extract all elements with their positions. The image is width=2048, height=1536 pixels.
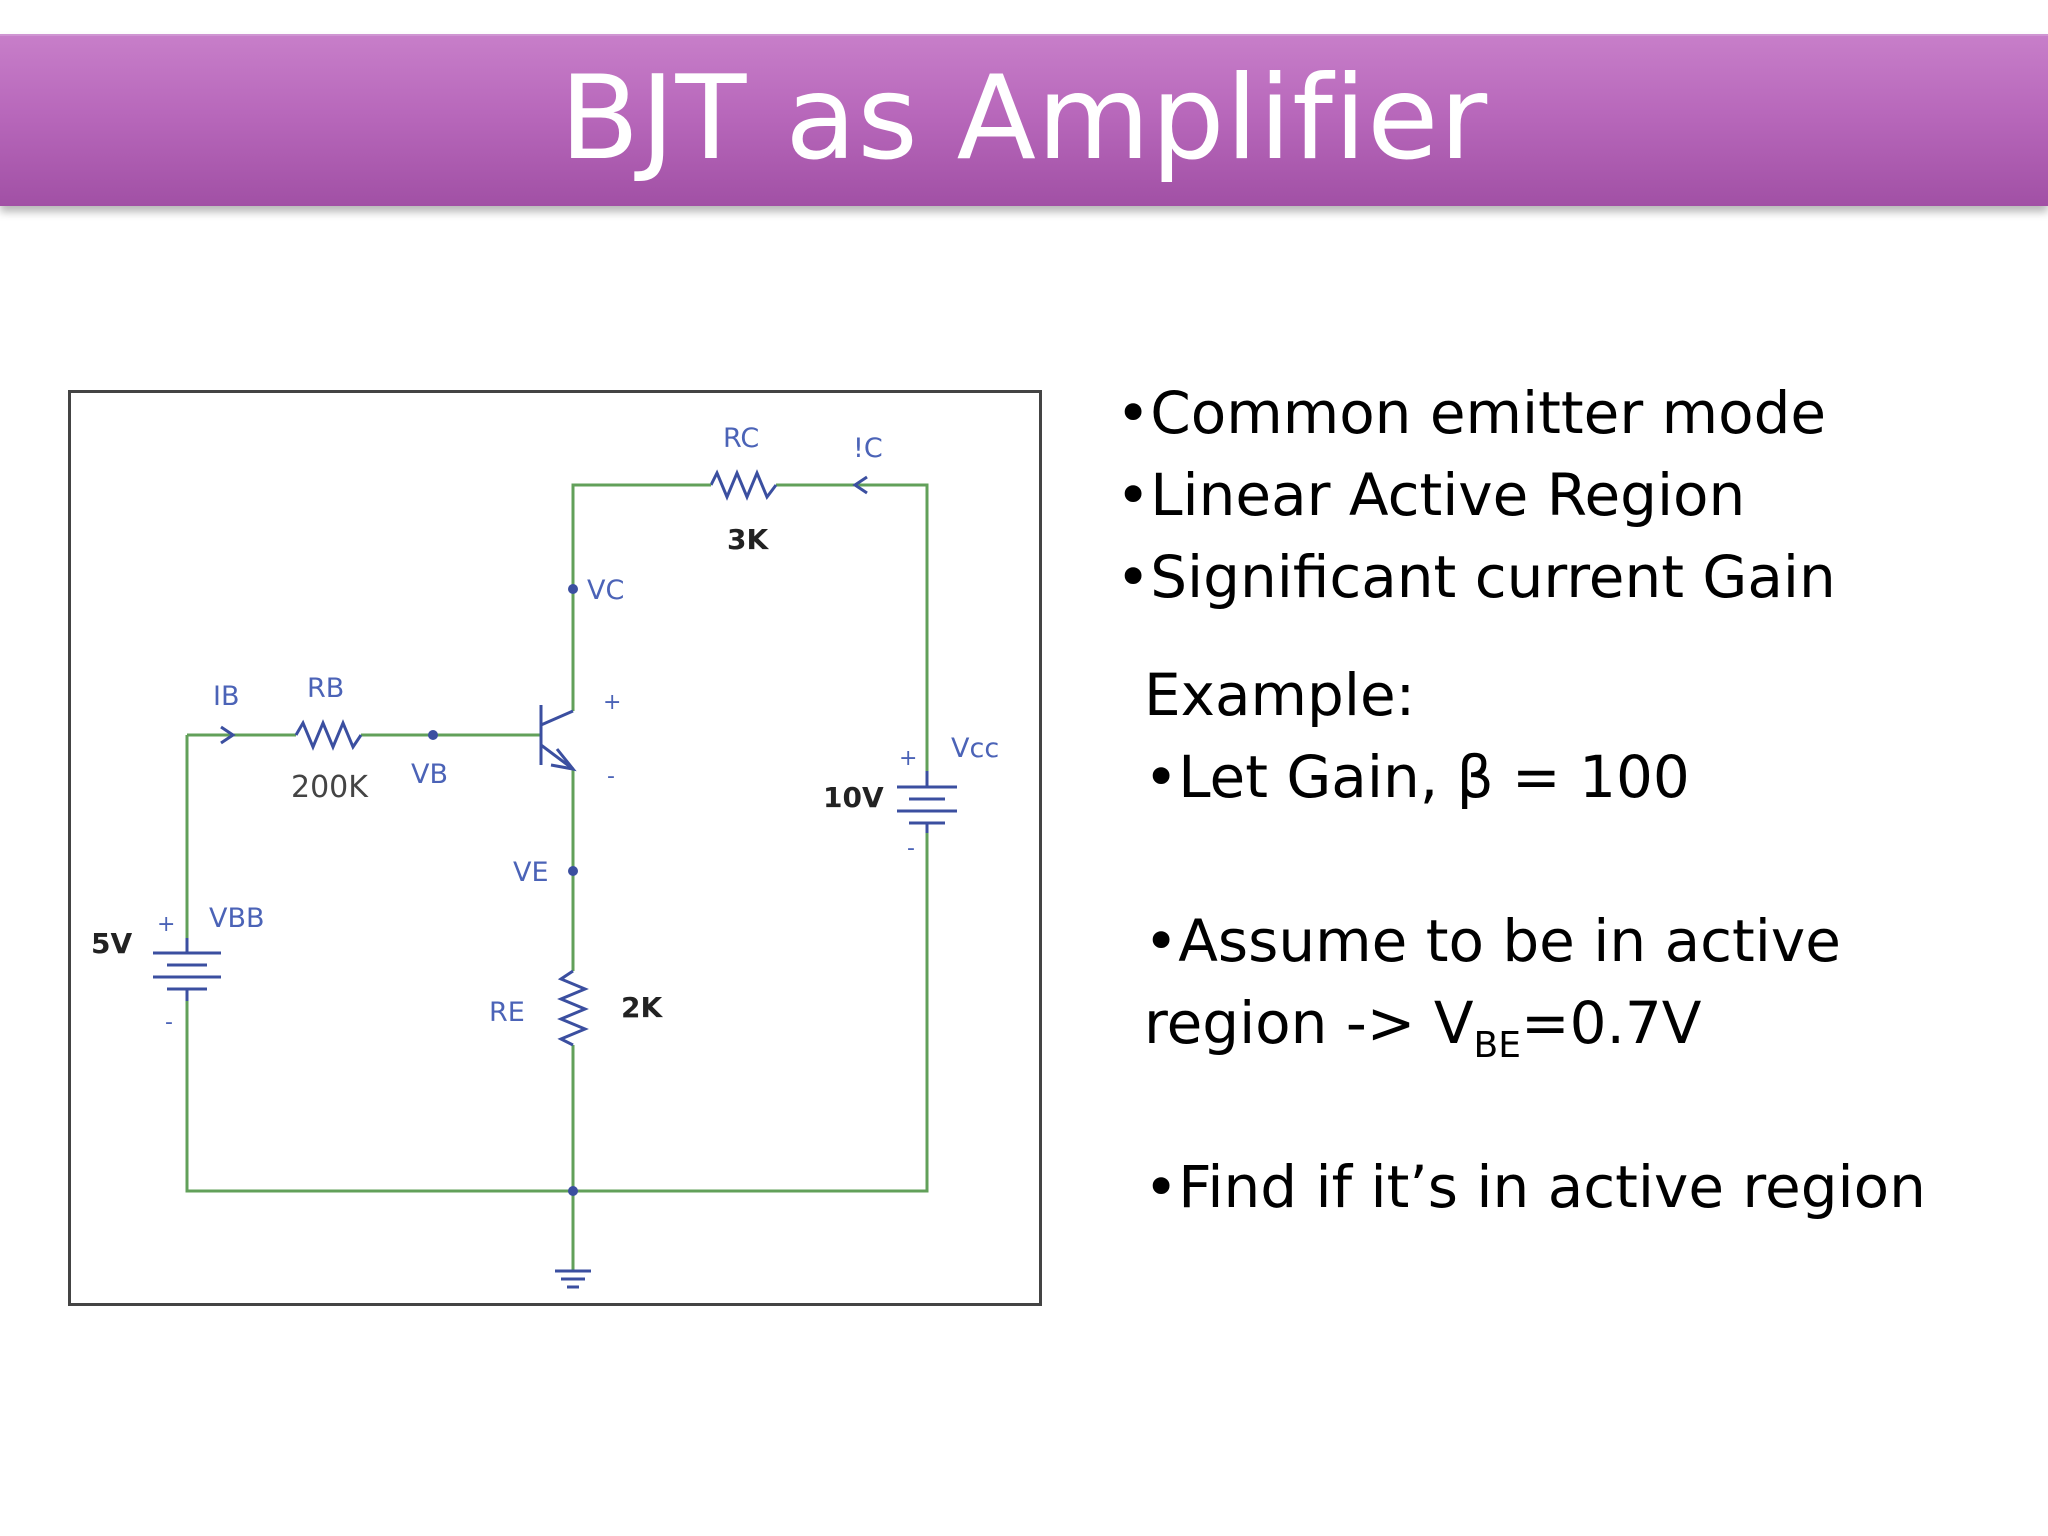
vb-node <box>428 730 438 740</box>
circuit-diagram: RC !C 3K VC IB RB 200K VB + - Vcc 10V + … <box>68 390 1042 1306</box>
example-heading: Example: <box>1144 661 1416 729</box>
vc-label: VC <box>587 575 624 606</box>
circuit-svg: RC !C 3K VC IB RB 200K VB + - Vcc 10V + … <box>91 423 999 1289</box>
rb-value: 200K <box>291 770 369 805</box>
vbb-value: 5V <box>91 927 132 960</box>
vcc-label: Vcc <box>951 733 999 764</box>
bullet-linear-active: •Linear Active Region <box>1116 461 1746 529</box>
rc-value: 3K <box>727 523 769 556</box>
rc-label: RC <box>723 423 759 454</box>
vcc-minus-sign: - <box>907 836 915 861</box>
bjt-transistor <box>539 705 577 772</box>
ground-symbol <box>555 1269 591 1289</box>
ib-arrow <box>220 725 236 745</box>
example-block: Example: •Let Gain, β = 100 •Assume to b… <box>1144 654 2024 1228</box>
re-value: 2K <box>621 991 663 1024</box>
circuit-wires <box>185 483 929 1271</box>
vb-label: VB <box>411 759 448 790</box>
example-assume-line: •Assume to be in active <box>1144 907 1841 975</box>
example-find-line: •Find if it’s in active region <box>1144 1153 1926 1221</box>
rc-resistor <box>709 469 778 501</box>
vbb-label: VBB <box>209 903 265 934</box>
ic-label: !C <box>853 433 883 464</box>
vcc-battery <box>897 771 957 833</box>
re-resistor <box>557 969 589 1047</box>
vc-node <box>568 584 578 594</box>
ic-arrow <box>852 475 868 495</box>
vbb-minus-sign: - <box>165 1010 173 1035</box>
vcc-value: 10V <box>823 781 884 814</box>
vbe-prefix: region -> V <box>1144 989 1474 1057</box>
title-bar <box>0 34 2048 206</box>
example-vbe-line: region -> VBE=0.7V <box>1144 982 2024 1066</box>
ve-node <box>568 866 578 876</box>
wire-top-right <box>776 483 929 771</box>
bullet-common-emitter: •Common emitter mode <box>1116 379 1827 447</box>
ib-label: IB <box>213 681 240 712</box>
example-gain-line: •Let Gain, β = 100 <box>1144 743 1690 811</box>
bullet-current-gain: •Significant current Gain <box>1116 543 1836 611</box>
ve-label: VE <box>513 857 549 888</box>
vbb-plus-sign: + <box>157 912 175 937</box>
vbb-battery <box>153 938 221 1001</box>
wire-left-bottom <box>185 1001 641 1193</box>
rb-label: RB <box>307 673 344 704</box>
slide-title: BJT as Amplifier <box>559 51 1489 186</box>
rb-resistor <box>294 719 363 751</box>
wire-right-bottom <box>641 833 929 1193</box>
vbe-subscript: BE <box>1473 1025 1521 1066</box>
vcc-plus-sign: + <box>899 746 917 771</box>
vbe-suffix: =0.7V <box>1520 989 1702 1057</box>
wire-collector <box>571 483 676 711</box>
ground-node <box>568 1186 578 1196</box>
key-points-list: •Common emitter mode •Linear Active Regi… <box>1116 372 2016 618</box>
ce-minus-sign: - <box>607 764 615 789</box>
re-label: RE <box>489 997 525 1028</box>
ce-plus-sign: + <box>603 690 621 715</box>
